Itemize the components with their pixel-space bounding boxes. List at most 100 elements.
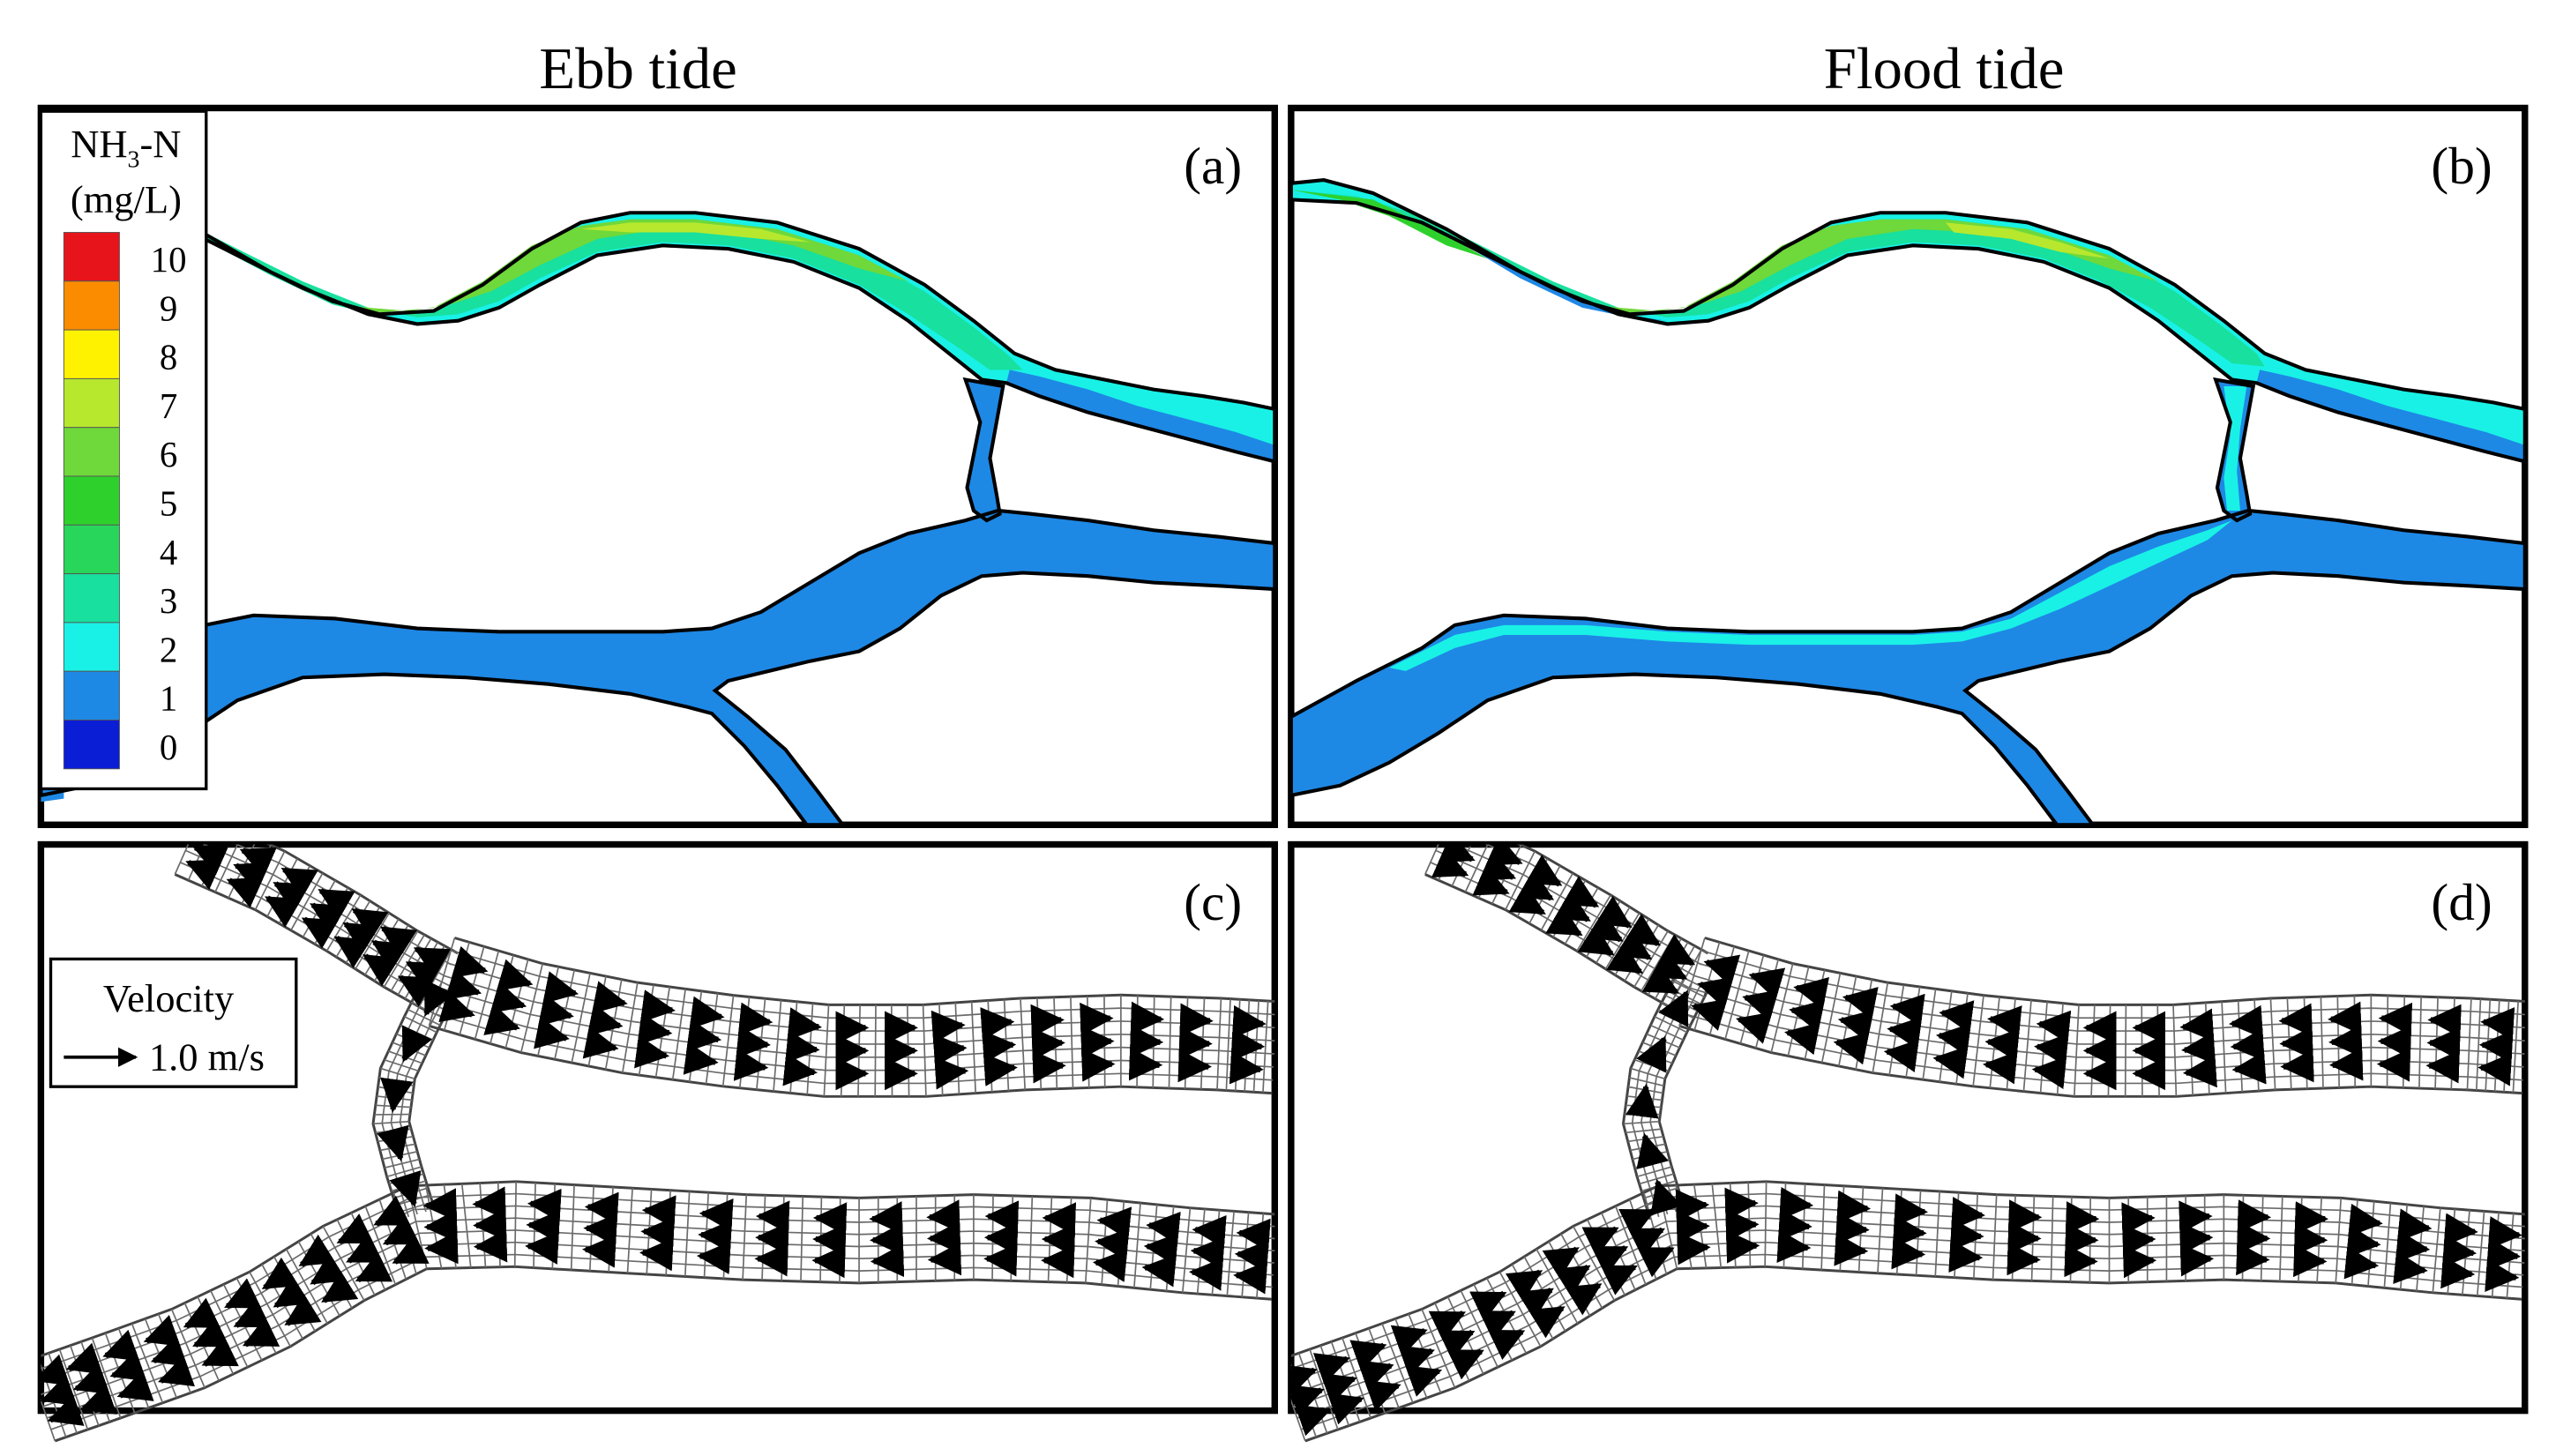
velocity-vector xyxy=(1033,1042,1062,1043)
velocity-vector xyxy=(1181,1019,1210,1020)
velocity-vector xyxy=(427,1226,456,1227)
velocity-vector xyxy=(2235,1068,2264,1070)
legend-level-label: 5 xyxy=(160,484,177,524)
velocity-vector xyxy=(643,1253,672,1255)
legend-swatch xyxy=(64,574,119,623)
velocity-vector xyxy=(1180,1042,1209,1043)
legend-level-label: 8 xyxy=(160,338,177,377)
legend-level-label: 9 xyxy=(160,288,177,328)
velocity-vector xyxy=(2490,1233,2519,1235)
velocity-vector xyxy=(1887,1052,1917,1056)
legend-swatch xyxy=(64,330,119,378)
panel-label-a: (a) xyxy=(1184,137,1242,195)
velocity-key: Velocity 1.0 m/s xyxy=(51,959,296,1086)
velocity-vector xyxy=(1193,1251,1222,1253)
velocity-vector xyxy=(588,1207,617,1209)
velocity-vector xyxy=(1239,1233,1268,1235)
velocity-vector xyxy=(2066,1218,2096,1219)
velocity-vector xyxy=(1082,1064,1111,1065)
title-ebb-tide: Ebb tide xyxy=(539,36,736,101)
velocity-vector xyxy=(644,1231,673,1233)
velocity-vector xyxy=(1643,1086,1646,1109)
velocity-vector xyxy=(702,1213,731,1215)
velocity-vector xyxy=(759,1216,788,1217)
velocity-vector xyxy=(2035,1070,2064,1072)
legend-level-label: 3 xyxy=(160,581,177,621)
velocity-vector xyxy=(1232,1045,1261,1047)
velocity-vector xyxy=(2483,1045,2512,1047)
velocity-vector xyxy=(2295,1239,2324,1240)
velocity-vector xyxy=(930,1258,960,1259)
velocity-vector xyxy=(1942,1012,1971,1016)
velocity-vector xyxy=(1951,1235,1980,1236)
velocity-vector xyxy=(2397,1246,2426,1249)
velocity-vector xyxy=(1953,1213,1982,1215)
velocity-key-value: 1.0 m/s xyxy=(149,1035,265,1079)
velocity-vector xyxy=(2232,1022,2261,1024)
velocity-vector xyxy=(1032,1019,1061,1020)
velocity-vector xyxy=(1098,1242,1127,1244)
velocity-vector xyxy=(1991,1019,2020,1022)
velocity-vector xyxy=(1678,1247,1707,1248)
velocity-vector xyxy=(1238,1254,1267,1257)
velocity-vector xyxy=(2238,1237,2267,1238)
velocity-vector xyxy=(2346,1263,2375,1266)
velocity-vector xyxy=(1147,1246,1177,1249)
velocity-vector xyxy=(646,1210,675,1212)
velocity-vector xyxy=(815,1260,844,1261)
velocity-vector xyxy=(2294,1260,2323,1261)
velocity-vector xyxy=(2442,1272,2471,1273)
velocity-vector xyxy=(2186,1071,2216,1072)
velocity-vector xyxy=(1986,1064,2015,1067)
legend-level-label: 1 xyxy=(160,679,177,719)
mesh-line xyxy=(875,1004,876,1096)
velocity-vector xyxy=(1096,1263,1125,1266)
velocity-vector xyxy=(2430,1042,2459,1043)
legend-swatch xyxy=(64,623,119,671)
panel-d-velocity-flood: (d) xyxy=(1277,815,2528,1441)
legend-swatch xyxy=(64,281,119,330)
velocity-vector xyxy=(2380,1064,2410,1065)
velocity-vector xyxy=(586,1250,615,1251)
velocity-vector xyxy=(1179,1065,1208,1066)
velocity-vector xyxy=(2181,1258,2210,1259)
velocity-vector xyxy=(2283,1065,2313,1066)
velocity-vector xyxy=(2066,1239,2095,1240)
velocity-vector xyxy=(701,1235,730,1236)
velocity-vector xyxy=(1237,1275,1266,1277)
legend-level-label: 6 xyxy=(160,435,177,474)
velocity-vector xyxy=(2123,1218,2152,1219)
velocity-vector xyxy=(1100,1221,1129,1223)
velocity-vector xyxy=(1781,1204,1810,1206)
velocity-vector xyxy=(736,1064,765,1067)
velocity-vector xyxy=(2037,1047,2066,1049)
legend-unit: (mg/L) xyxy=(71,177,182,221)
velocity-vector xyxy=(428,1247,457,1248)
velocity-vector xyxy=(1939,1035,1969,1039)
velocity-vector xyxy=(985,1068,1014,1070)
legend-level-label: 4 xyxy=(160,533,177,572)
velocity-vector xyxy=(988,1237,1017,1238)
velocity-vector xyxy=(1195,1229,1224,1231)
panel-label-b: (b) xyxy=(2431,137,2492,195)
velocity-vector xyxy=(1678,1226,1707,1227)
velocity-vector xyxy=(1838,1207,1867,1209)
legend-swatch xyxy=(64,721,119,769)
panel-label-c: (c) xyxy=(1184,873,1242,931)
velocity-vector xyxy=(1727,1246,1756,1247)
velocity-vector xyxy=(2395,1267,2425,1270)
velocity-vector xyxy=(987,1258,1016,1259)
velocity-vector xyxy=(2008,1258,2037,1259)
velocity-vector xyxy=(2237,1258,2266,1259)
velocity-vector xyxy=(1895,1210,1924,1212)
velocity-vector xyxy=(692,1012,721,1016)
velocity-vector xyxy=(476,1224,505,1225)
velocity-vector xyxy=(873,1239,902,1240)
velocity-vector xyxy=(2446,1229,2475,1231)
velocity-vector xyxy=(738,1042,767,1044)
velocity-vector xyxy=(637,1052,666,1056)
velocity-vector xyxy=(2350,1221,2380,1223)
velocity-vector xyxy=(1893,1006,1922,1010)
